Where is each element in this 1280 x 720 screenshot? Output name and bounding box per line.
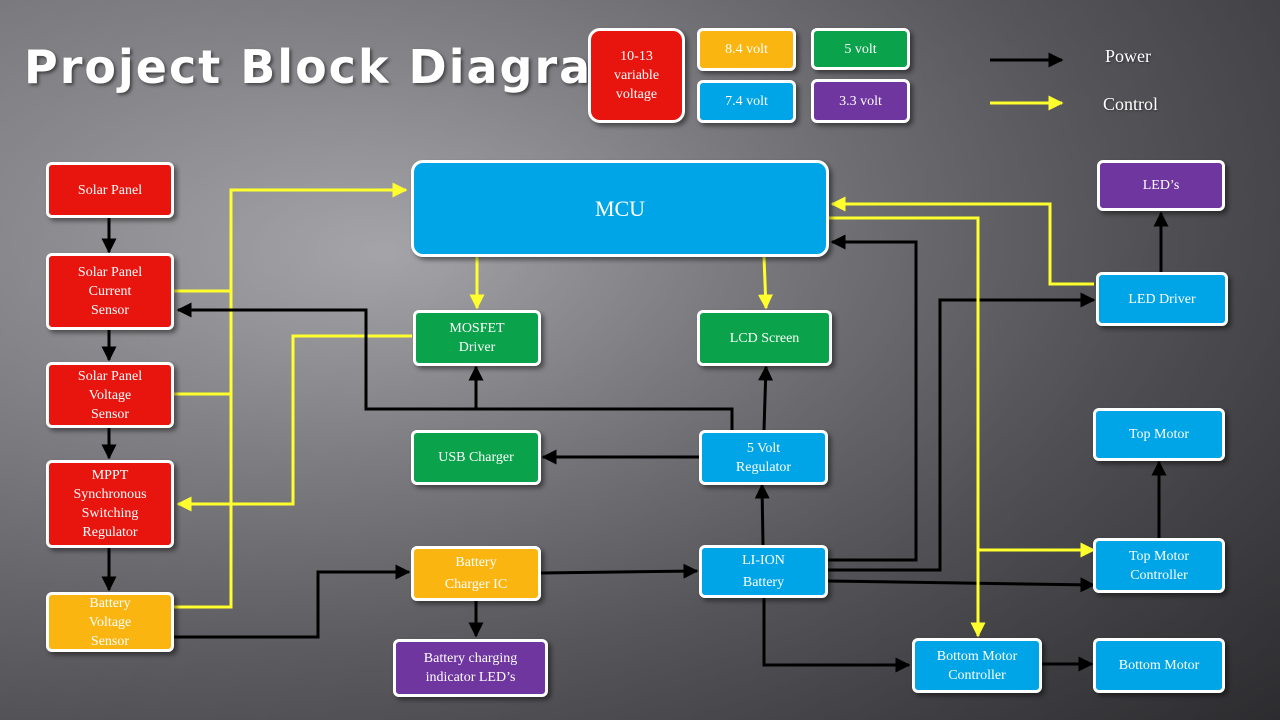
reg-to-current-sensor-power <box>176 302 734 430</box>
legend-variable-voltage: 10-13 variable voltage <box>588 28 685 123</box>
block-solar-panel: Solar Panel <box>46 162 174 218</box>
control-legend-label: Control <box>1103 94 1159 114</box>
power-legend-label: Power <box>1105 46 1151 66</box>
block-charging-indicator-leds: Battery charging indicator LED’s <box>393 639 548 697</box>
battery-to-reg-power <box>754 483 770 546</box>
block-mppt-regulator: MPPT Synchronous Switching Regulator <box>46 460 174 548</box>
block-lcd-screen: LCD Screen <box>697 310 832 366</box>
legend-5-volt: 5 volt <box>811 28 910 70</box>
legend-3-3-volt: 3.3 volt <box>811 79 910 123</box>
block-top-motor-controller: Top Motor Controller <box>1093 538 1225 593</box>
led-driver-to-mcu-control <box>830 196 1094 286</box>
battery-to-top-controller-power <box>827 577 1096 593</box>
mcu-to-lcd-control <box>757 256 773 310</box>
legend-8-4-volt: 8.4 volt <box>697 28 796 71</box>
legend-7-4-volt: 7.4 volt <box>697 80 796 123</box>
battery-to-led-driver-power <box>828 292 1096 572</box>
block-bottom-motor-controller: Bottom Motor Controller <box>912 638 1042 693</box>
block-li-ion-battery: LI-ION Battery <box>699 545 828 598</box>
block-mosfet-driver: MOSFET Driver <box>413 310 541 366</box>
block-mcu: MCU <box>411 160 829 257</box>
block-led-driver: LED Driver <box>1096 272 1228 326</box>
block-usb-charger: USB Charger <box>411 430 541 485</box>
charger-to-battery-power <box>539 563 699 579</box>
battery-sensor-to-charger <box>174 564 411 639</box>
page-title: Project Block Diagram <box>24 40 643 94</box>
reg-to-lcd-power <box>758 365 774 431</box>
block-leds: LED’s <box>1097 160 1225 211</box>
block-solar-voltage-sensor: Solar Panel Voltage Sensor <box>46 362 174 428</box>
block-5v-regulator: 5 Volt Regulator <box>699 430 828 485</box>
block-battery-charger-ic: Battery Charger IC <box>411 546 541 601</box>
mcu-to-motor-controllers-control <box>828 216 986 638</box>
sensor-control-bus <box>174 182 408 293</box>
block-solar-current-sensor: Solar Panel Current Sensor <box>46 253 174 330</box>
battery-sensor-control-wire <box>174 291 233 609</box>
battery-to-mcu-power <box>828 234 918 562</box>
battery-to-bottom-controller-power <box>762 597 911 673</box>
block-bottom-motor: Bottom Motor <box>1093 638 1225 693</box>
mosfet-to-mppt-control <box>176 334 412 512</box>
block-battery-voltage-sensor: Battery Voltage Sensor <box>46 592 174 652</box>
block-top-motor: Top Motor <box>1093 408 1225 461</box>
